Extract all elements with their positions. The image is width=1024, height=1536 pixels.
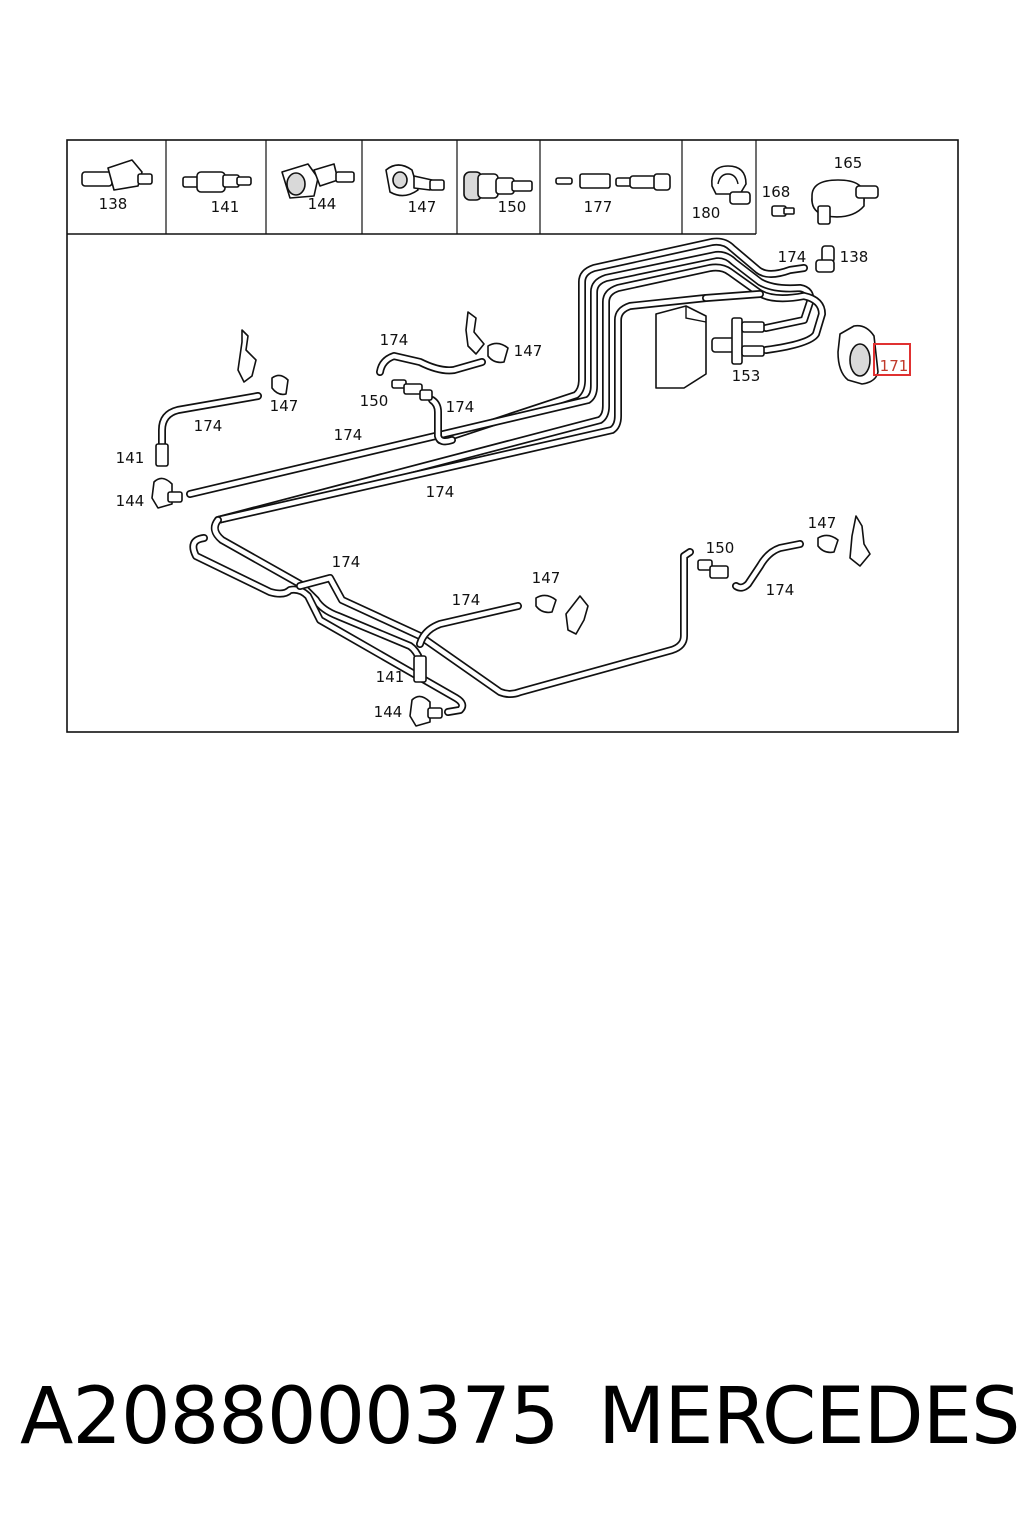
callout-138: 138: [840, 248, 869, 266]
callout-174-d: 174: [334, 426, 363, 444]
center-nozzle-assembly: [535, 594, 589, 635]
callout-171-highlight-box: [873, 343, 911, 376]
legend-row: [67, 140, 757, 235]
connector-141-144-left: [151, 443, 183, 509]
diagram-frame: [66, 139, 959, 733]
callout-174-c: 174: [194, 417, 223, 435]
right-nozzle-assembly: [817, 515, 871, 567]
legend-label-138: 138: [99, 195, 128, 213]
callout-153: 153: [732, 367, 761, 385]
part-number: A2088000375: [20, 1372, 560, 1462]
callout-174-g: 174: [452, 591, 481, 609]
legend-part-138: [81, 159, 153, 191]
legend-label-180: 180: [692, 204, 721, 222]
callout-150-b: 150: [706, 539, 735, 557]
left-nozzle-assembly: [237, 329, 289, 396]
connector-141-144-lower: [409, 655, 443, 727]
callout-144-b: 144: [374, 703, 403, 721]
callout-141-a: 141: [116, 449, 145, 467]
fitting-150-lower: [697, 559, 729, 579]
callout-147-d: 147: [808, 514, 837, 532]
parts-diagram: 138 141 144 147 150 177 18: [66, 139, 959, 733]
callout-150-a: 150: [360, 392, 389, 410]
fitting-150-upper: [391, 379, 433, 401]
callout-174-a: 174: [380, 331, 409, 349]
legend-label-150: 150: [498, 198, 527, 216]
callout-174-b: 174: [446, 398, 475, 416]
callout-147-c: 147: [532, 569, 561, 587]
pipe-network: [158, 237, 826, 716]
callout-147-b: 147: [270, 397, 299, 415]
valve-block-153: [655, 305, 765, 389]
callout-147-a: 147: [514, 342, 543, 360]
callout-174-h: 174: [766, 581, 795, 599]
legend-part-180: [711, 165, 751, 205]
mid-nozzle-assembly: [465, 311, 509, 364]
callout-168: 168: [762, 183, 791, 201]
legend-part-150: [463, 171, 533, 201]
part-138-fitting: [815, 245, 835, 273]
legend-label-144: 144: [308, 195, 337, 213]
legend-part-177: [555, 173, 671, 191]
part-165-assembly: [771, 179, 879, 225]
legend-label-177: 177: [584, 198, 613, 216]
callout-165: 165: [834, 154, 863, 172]
legend-part-144: [281, 163, 355, 199]
callout-144-a: 144: [116, 492, 145, 510]
callout-174-top: 174: [778, 248, 807, 266]
legend-label-141: 141: [211, 198, 240, 216]
legend-label-147: 147: [408, 198, 437, 216]
callout-174-f: 174: [332, 553, 361, 571]
caption-line: A2088000375 MERCEDES: [20, 1372, 1020, 1472]
callout-171: 171: [880, 357, 909, 375]
legend-part-147: [385, 164, 445, 197]
part-171-damper: [837, 324, 879, 385]
callout-174-e: 174: [426, 483, 455, 501]
brand-name: MERCEDES: [598, 1372, 1020, 1462]
legend-part-141: [182, 171, 252, 193]
callout-141-b: 141: [376, 668, 405, 686]
